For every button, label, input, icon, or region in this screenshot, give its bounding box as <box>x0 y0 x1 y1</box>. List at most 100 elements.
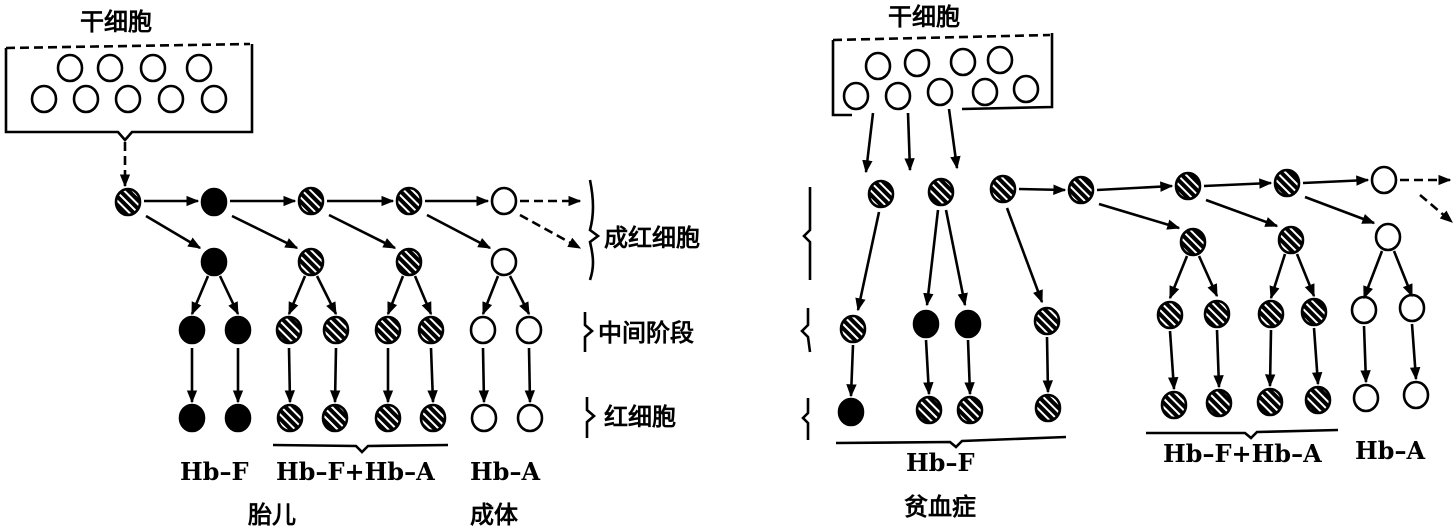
differentiation-arrow <box>284 347 295 404</box>
right-stem-cell-label: 干细胞 <box>888 3 960 31</box>
division-arrow <box>413 275 433 316</box>
intermediate-cell <box>839 314 867 344</box>
erythrocyte-cell <box>224 403 252 433</box>
stem-cell <box>200 84 228 114</box>
erythroblast-daughter-cell <box>1374 222 1402 252</box>
division-arrow <box>944 209 968 307</box>
division-arrow <box>508 275 531 316</box>
erythrocyte-cell <box>1402 380 1430 410</box>
division-arrow <box>287 275 307 316</box>
stem-cell <box>971 77 999 107</box>
stem-to-erythroblast-arrow <box>947 108 961 170</box>
division-arrow-continued <box>1419 194 1453 223</box>
stem-cell <box>30 84 58 114</box>
erythroblast-daughter-cell <box>1179 227 1207 257</box>
division-arrow <box>190 275 210 316</box>
left-stem-cell-label: 干细胞 <box>80 8 152 36</box>
left-hb-adult-label: Hb–A <box>470 457 540 486</box>
maturation-arrow <box>1302 175 1370 186</box>
intermediate-brace <box>583 312 594 352</box>
maturation-arrow <box>1203 178 1273 189</box>
right-erythrocyte-brace <box>801 398 810 440</box>
division-arrow <box>1205 198 1279 228</box>
stem-to-erythroblast-arrow <box>904 112 915 172</box>
differentiation-arrow <box>427 347 438 404</box>
erythrocyte-cell <box>1304 385 1332 415</box>
division-arrow <box>1269 253 1287 300</box>
intermediate-cell <box>1203 299 1231 329</box>
maturation-arrow <box>1096 181 1174 192</box>
intermediate-cell <box>178 315 206 345</box>
stage-label-erythroblast: 成红细胞 <box>604 224 700 252</box>
erythrocyte-cell <box>276 403 304 433</box>
erythrocyte-cell <box>419 403 447 433</box>
erythrocyte-brace <box>585 397 596 438</box>
intermediate-cell <box>1350 295 1378 325</box>
left-stem-cell-box <box>4 42 254 142</box>
erythroblast-daughter-cell <box>490 247 518 277</box>
erythrocyte-cell <box>470 403 498 433</box>
right-lineage-arrows <box>846 108 1453 398</box>
stem-cell <box>903 48 931 78</box>
division-arrow <box>218 275 240 316</box>
stem-cell <box>1012 74 1040 104</box>
differentiation-arrow <box>1168 330 1179 391</box>
right-hb-adult-label: Hb–A <box>1355 436 1425 465</box>
erythroblast-cell <box>297 186 325 216</box>
erythroblast-cell <box>1273 168 1301 198</box>
erythroblast-cell <box>989 174 1017 204</box>
right-fetal-hb-brace <box>835 435 1067 449</box>
erythrocyte-cell <box>1160 390 1188 420</box>
right-intermediate-brace <box>800 308 812 353</box>
division-arrow <box>1005 207 1044 304</box>
intermediate-cell <box>374 315 402 345</box>
stem-cell <box>96 53 124 83</box>
erythroblast-daughter-cell <box>1277 225 1305 255</box>
division-arrow <box>1197 255 1219 298</box>
division-arrow <box>923 209 940 307</box>
division-arrow <box>1392 250 1414 298</box>
stage-label-erythrocyte: 红细胞 <box>604 403 676 431</box>
erythroblast-cell <box>200 187 228 217</box>
intermediate-cell <box>1156 300 1184 330</box>
differentiation-arrow <box>1360 325 1371 384</box>
division-arrow <box>231 214 299 250</box>
erythroblast-daughter-cell <box>395 247 423 277</box>
left-hb-fetal-label: Hb–F <box>180 457 249 486</box>
right-mixed-hb-brace <box>1146 428 1339 440</box>
division-arrow <box>1168 255 1189 300</box>
left-hb-mixed-label: Hb–F+Hb–A <box>276 457 435 486</box>
left-cell-lineage <box>114 186 544 433</box>
division-arrow <box>315 275 338 316</box>
differentiation-arrow <box>1213 329 1224 389</box>
group-label-fetus: 胎儿 <box>248 501 296 529</box>
stem-cell <box>949 47 977 77</box>
erythrocyte-cell <box>1352 383 1380 413</box>
erythroblast-cell <box>927 177 955 207</box>
right-hb-mixed-label: Hb–F+Hb–A <box>1163 439 1322 468</box>
differentiation-arrow <box>478 347 489 404</box>
erythrocyte-cell <box>915 395 943 425</box>
erythroblast-brace <box>588 179 601 281</box>
stem-cell <box>139 53 167 83</box>
erythrocyte-cell <box>837 397 865 427</box>
intermediate-cell <box>1033 306 1061 336</box>
intermediate-cell <box>275 315 303 345</box>
left-mixed-hb-brace <box>272 443 449 454</box>
erythrocyte-cell <box>956 395 984 425</box>
left-lineage-arrows <box>144 195 582 404</box>
stem-cell <box>842 81 870 111</box>
stem-cell <box>157 84 185 114</box>
stem-cell <box>56 53 84 83</box>
differentiation-arrow <box>1311 327 1323 386</box>
intermediate-cell <box>1398 293 1426 323</box>
division-arrow <box>1362 250 1384 300</box>
stem-to-erythroblast-arrow <box>862 112 875 174</box>
right-stem-cell-group <box>842 45 1040 111</box>
division-arrow <box>386 275 405 316</box>
stem-cell <box>926 77 954 107</box>
erythroblast-cell <box>114 187 142 217</box>
differentiation-arrow <box>846 344 857 398</box>
differentiation-arrow <box>964 339 975 396</box>
intermediate-cell <box>417 315 445 345</box>
